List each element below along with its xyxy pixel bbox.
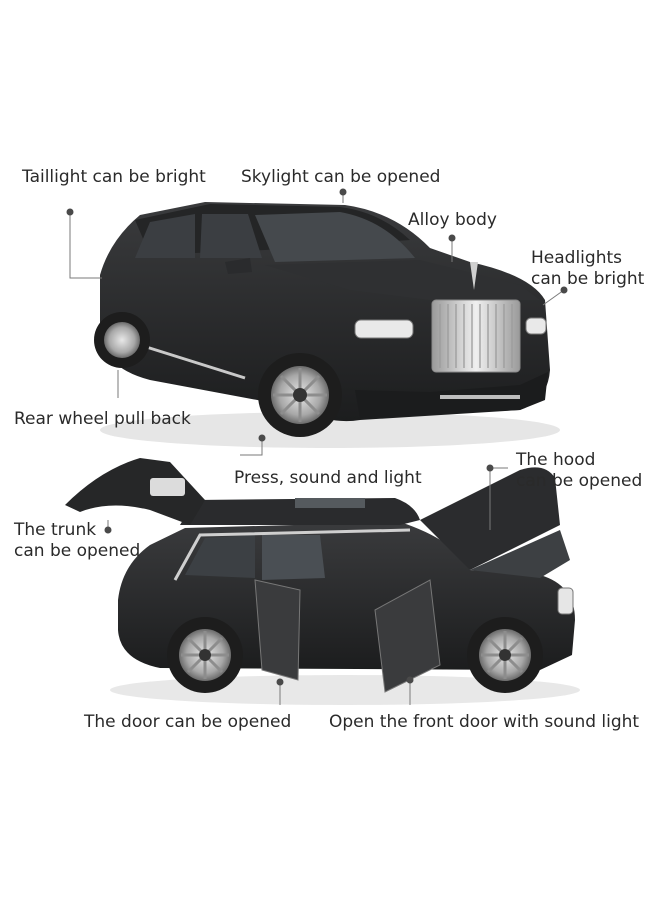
callout-rear-wheel: Rear wheel pull back [14, 409, 191, 429]
bottom-car-front-door [374, 579, 441, 693]
bottom-car-rear-door [254, 579, 301, 681]
leader-dots [66, 188, 568, 686]
dot-skylight [339, 188, 347, 196]
top-car-rear-rim [104, 322, 140, 358]
bottom-car-engine-bay [470, 530, 570, 578]
top-car-windshield [255, 212, 415, 262]
bottom-car-front-hub [499, 649, 511, 661]
dot-taillight [66, 208, 74, 216]
callout-hood: The hood can be opened [516, 450, 642, 492]
bottom-car-middle-opening [262, 535, 325, 580]
dot-trunk [104, 526, 112, 534]
top-car-mirror [225, 258, 252, 274]
callout-door: The door can be opened [84, 712, 292, 732]
bottom-car-rear-hub [199, 649, 211, 661]
dot-press [258, 434, 266, 442]
dot-headlights [560, 286, 568, 294]
dot-alloy [448, 234, 456, 242]
bottom-car-headlight [557, 587, 574, 615]
bottom-car [65, 458, 580, 705]
callout-headlights-line2: can be bright [531, 269, 645, 289]
callout-headlights: Headlights can be bright [531, 248, 644, 290]
top-car-hood [265, 260, 540, 300]
top-car-headlight-left [354, 319, 414, 339]
bottom-car-trunk-lid [65, 458, 205, 525]
callout-skylight: Skylight can be opened [241, 167, 441, 187]
top-car [94, 202, 560, 448]
bottom-car-sunroof [295, 498, 365, 508]
callout-trunk: The trunk can be opened [14, 520, 140, 562]
top-car-side-trim [139, 343, 246, 380]
callout-alloy-body: Alloy body [408, 210, 497, 230]
top-car-bumper-trim [440, 395, 520, 399]
callout-front-door: Open the front door with sound light [329, 712, 640, 732]
top-car-rear-door-window [200, 214, 262, 258]
callout-taillight: Taillight can be bright [22, 167, 206, 187]
bottom-car-rear-window [185, 535, 255, 578]
top-car-grille-bars [439, 304, 513, 368]
callout-headlights-line1: Headlights [531, 248, 622, 268]
top-car-rear-window [135, 214, 195, 258]
dot-door [276, 678, 284, 686]
dot-front-door [406, 676, 414, 684]
top-car-shadow [100, 412, 560, 448]
bottom-car-window-trim [173, 528, 411, 581]
top-car-ornament [470, 262, 478, 290]
bottom-car-trunk-light [150, 478, 185, 496]
dot-hood [486, 464, 494, 472]
callout-trunk-line1: The trunk [14, 520, 97, 540]
callout-hood-line1: The hood [516, 450, 596, 470]
top-car-grille [431, 299, 521, 373]
callout-press-sound: Press, sound and light [234, 468, 422, 488]
callout-trunk-line2: can be opened [14, 541, 141, 561]
top-car-front-hub [293, 388, 307, 402]
callout-hood-line2: can be opened [516, 471, 643, 491]
top-car-headlight-right [525, 317, 547, 335]
